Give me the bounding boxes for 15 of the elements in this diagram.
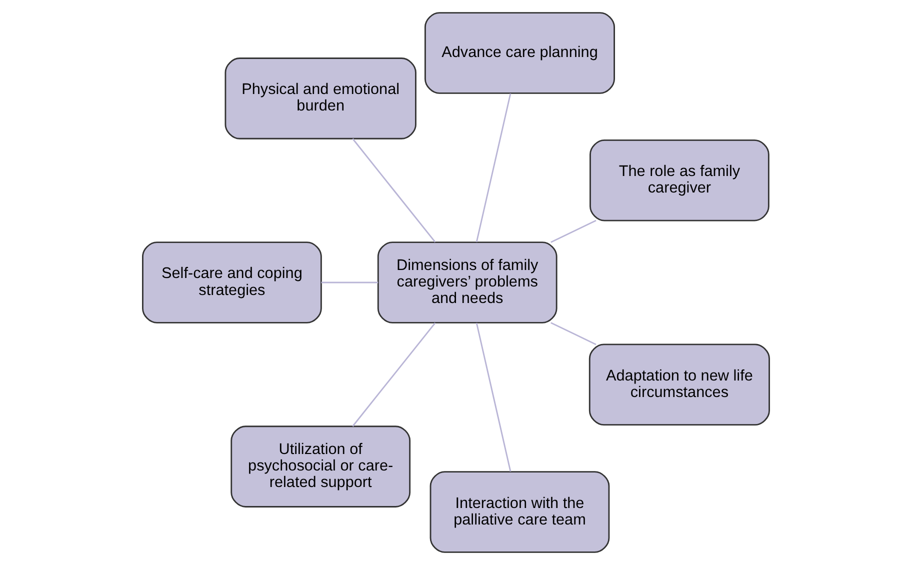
connector — [550, 322, 596, 346]
node-box: Utilization of psychosocial or care-related support — [230, 426, 411, 508]
connector — [476, 93, 512, 242]
node-box: Physical and emotional burden — [224, 58, 416, 140]
connector — [321, 282, 378, 284]
node-box: Adaptation to new life circumstances — [588, 344, 770, 426]
node-box: The role as family caregiver — [590, 139, 770, 222]
node-box: Advance care planning — [424, 12, 615, 94]
connector — [476, 322, 512, 472]
connector — [352, 322, 436, 427]
connector — [352, 138, 436, 243]
node-box: Dimensions of family caregivers’ problems and needs — [377, 242, 558, 324]
node-box: Interaction with the palliative care team — [430, 471, 610, 553]
connector — [550, 220, 596, 243]
node-box: Self-care and coping strategies — [142, 242, 322, 324]
